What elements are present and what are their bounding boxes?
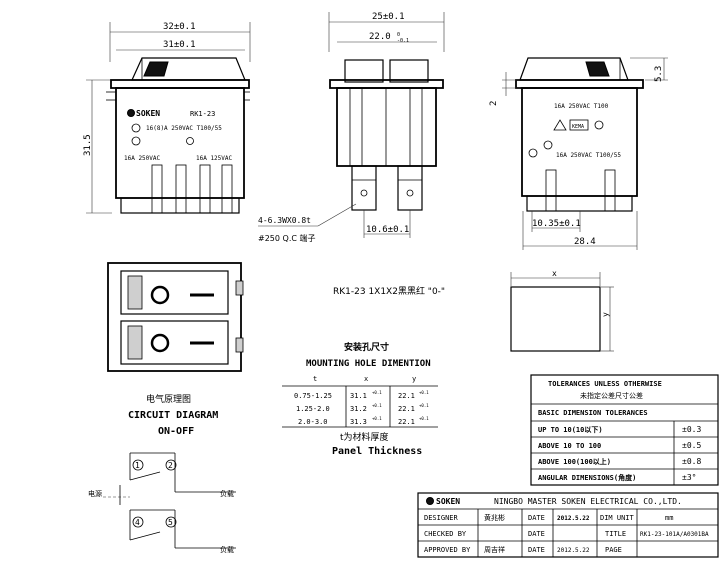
dim-bezel-thickness: 2	[489, 101, 499, 106]
tol-row2-value: ±0.5	[682, 441, 701, 450]
dim-height-315: 31.5	[83, 134, 93, 156]
date-label-2: DATE	[528, 530, 545, 538]
circuit-title-en: CIRCUIT DIAGRAM	[128, 410, 218, 421]
brand-label: SOKEN	[136, 109, 160, 118]
dim-width-32: 32±0.1	[163, 22, 196, 32]
mounting-row1-x: 31.1	[350, 392, 367, 400]
rear-rating2-label: 16A 250VAC T100/55	[556, 152, 621, 159]
dim-terminal-size: 4-6.3WX0.8t	[258, 216, 311, 225]
panel-thickness-cn: t为材料厚度	[340, 431, 389, 443]
rear-rating-label: 16A 250VAC T100	[554, 103, 609, 110]
tol-row4-label: ANGULAR DIMENSIONS(角度)	[538, 473, 636, 482]
circuit-diagram: 电气原理图 CIRCUIT DIAGRAM ON-OFF 1 2 电源 负载 4…	[88, 393, 236, 554]
mounting-hole-table: 安装孔尺寸 MOUNTING HOLE DIMENTION t x y 0.75…	[282, 341, 438, 457]
dim-width-31: 31±0.1	[163, 40, 196, 50]
date-value-2: 2012.5.22	[557, 547, 590, 554]
designer-name: 黄兆彬	[484, 513, 505, 522]
title-brand: SOKEN	[436, 497, 460, 506]
load-label-1: 负载	[220, 489, 234, 498]
pin-1: 1	[135, 461, 140, 470]
mounting-row3-x: 31.3	[350, 418, 367, 426]
page-label: PAGE	[605, 546, 622, 554]
dim-width-25: 25±0.1	[372, 12, 405, 22]
svg-text:+0.1: +0.1	[419, 403, 429, 408]
svg-text:+0.1: +0.1	[419, 390, 429, 395]
off-symbol-2	[150, 333, 170, 353]
tol-row4-value: ±3°	[682, 473, 696, 482]
date-label-3: DATE	[528, 546, 545, 554]
mounting-header-x: x	[364, 375, 368, 383]
panel-thickness-en: Panel Thickness	[332, 445, 422, 457]
approved-by-label: APPROVED BY	[424, 546, 471, 554]
side-view: 25±0.1 22.0 0 -0.1 4-6.3WX0.8t #250 Q.C …	[258, 12, 445, 243]
svg-text:KEMA: KEMA	[572, 124, 584, 130]
dim-cutout-y: y	[601, 312, 610, 317]
company-name: NINGBO MASTER SOKEN ELECTRICAL CO.,LTD.	[494, 497, 682, 506]
tol-row3-value: ±0.8	[682, 457, 701, 466]
dim-terminal-pitch: 10.6±0.1	[366, 225, 409, 235]
rear-view: 16A 250VAC T100 KEMA 16A 250VAC T100/55 …	[489, 57, 668, 250]
tolerances-header: BASIC DIMENSION TOLERANCES	[538, 409, 648, 417]
svg-text:+0.1: +0.1	[372, 403, 382, 408]
model-label: RK1-23	[190, 110, 215, 118]
title-value: RK1-23-101A/A0301BA	[640, 531, 709, 538]
mounting-row2-t: 1.25-2.0	[296, 405, 330, 413]
designer-label: DESIGNER	[424, 514, 459, 522]
circuit-title-cn: 电气原理图	[146, 393, 191, 405]
dim-unit-value: mm	[665, 514, 673, 522]
tolerances-title-en: TOLERANCES UNLESS OTHERWISE	[548, 380, 662, 388]
dim-width-22: 22.0	[369, 32, 391, 42]
approved-name: 周吉祥	[484, 545, 505, 554]
checked-by-label: CHECKED BY	[424, 530, 467, 538]
mounting-row3-t: 2.0-3.0	[298, 418, 328, 426]
svg-text:+0.1: +0.1	[372, 390, 382, 395]
front-view: 32±0.1 31±0.1 31.5 SOKEN RK1-23 16(8)A 2…	[83, 22, 251, 214]
panel-cutout: x y	[510, 269, 614, 352]
pin-2: 2	[168, 461, 173, 470]
power-source-label: 电源	[88, 489, 102, 498]
title-label: TITLE	[605, 530, 626, 538]
dim-width-22-tol: 0	[397, 32, 400, 38]
mounting-row3-y: 22.1	[398, 418, 415, 426]
rating2b-label: 16A 125VAC	[196, 155, 233, 162]
mounting-title-en: MOUNTING HOLE DIMENTION	[306, 359, 431, 369]
mounting-header-t: t	[313, 375, 317, 383]
pin-4: 4	[135, 518, 140, 527]
title-block: SOKEN NINGBO MASTER SOKEN ELECTRICAL CO.…	[417, 492, 719, 558]
mounting-row2-x: 31.2	[350, 405, 367, 413]
mounting-title-cn: 安装孔尺寸	[344, 341, 389, 353]
rating2a-label: 16A 250VAC	[124, 155, 161, 162]
tol-row3-label: ABOVE 100(100以上)	[538, 457, 611, 466]
load-label-2: 负载	[220, 545, 234, 554]
mounting-row2-y: 22.1	[398, 405, 415, 413]
dim-rear-depth: 28.4	[574, 237, 596, 247]
mounting-header-y: y	[412, 375, 416, 383]
dim-rear-pitch: 10.35±0.1	[532, 219, 581, 229]
tol-row2-label: ABOVE 10 TO 100	[538, 442, 601, 450]
pin-5: 5	[168, 518, 173, 527]
mounting-row1-t: 0.75-1.25	[294, 392, 332, 400]
tol-row1-label: UP TO 10(10以下)	[538, 426, 603, 434]
date-value-1: 2012.5.22	[557, 515, 590, 522]
svg-text:+0.1: +0.1	[419, 416, 429, 421]
off-symbol-1	[150, 285, 170, 305]
dim-cutout-x: x	[552, 269, 557, 278]
dim-rocker-height: 5.3	[654, 66, 664, 82]
svg-text:+0.1: +0.1	[372, 416, 382, 421]
dim-unit-label: DIM UNIT	[600, 514, 635, 522]
product-title: RK1-23 1X1X2黑黑红 "0-"	[333, 285, 445, 297]
rating1-label: 16(8)A 250VAC T100/55	[146, 125, 222, 132]
top-view	[107, 262, 244, 372]
tolerances-title-cn: 未指定公差尺寸公差	[580, 391, 643, 400]
date-label-1: DATE	[528, 514, 545, 522]
circuit-mode: ON-OFF	[158, 426, 194, 437]
svg-text:-0.1: -0.1	[397, 38, 409, 44]
tolerances-table: TOLERANCES UNLESS OTHERWISE 未指定公差尺寸公差 BA…	[530, 374, 719, 486]
dim-terminal-type: #250 Q.C 端子	[258, 233, 315, 243]
tol-row1-value: ±0.3	[682, 425, 701, 434]
mounting-row1-y: 22.1	[398, 392, 415, 400]
